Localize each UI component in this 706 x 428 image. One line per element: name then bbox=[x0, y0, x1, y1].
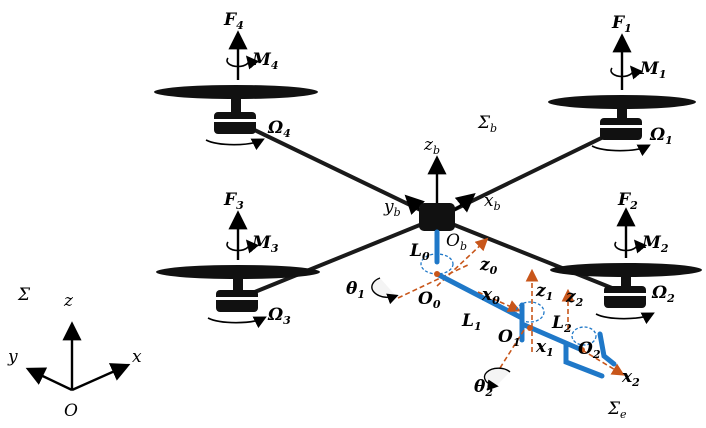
label-z0: z0 bbox=[479, 255, 498, 277]
label-F3: F3 bbox=[223, 190, 244, 212]
label-x1: x1 bbox=[535, 337, 554, 359]
label-O1: O1 bbox=[498, 327, 520, 349]
label-Sigma-e: Σe bbox=[607, 399, 627, 421]
label-x0: x0 bbox=[481, 285, 500, 307]
rotor-1 bbox=[548, 33, 696, 157]
label-Om3: Ω3 bbox=[267, 305, 291, 327]
rotor-4 bbox=[154, 30, 318, 151]
central-body bbox=[419, 203, 455, 231]
label-z1: z1 bbox=[535, 281, 553, 303]
rotor-2 bbox=[550, 207, 702, 325]
label-x-b: xb bbox=[484, 191, 501, 213]
labels: F4 M4 Ω4 F1 M1 Ω1 F3 M3 Ω3 F2 M2 Ω2 Σb z… bbox=[7, 10, 675, 421]
body-frame bbox=[404, 155, 476, 231]
label-Om2: Ω2 bbox=[651, 283, 675, 305]
label-x: x bbox=[132, 347, 142, 367]
label-Sigma: Σ bbox=[17, 285, 31, 305]
label-z: z bbox=[63, 291, 74, 311]
label-x2: x2 bbox=[621, 367, 640, 389]
label-L0: L0 bbox=[409, 241, 430, 263]
joint-rotation-arrows bbox=[371, 277, 511, 391]
label-z2: z2 bbox=[565, 287, 584, 309]
label-M4: M4 bbox=[251, 50, 278, 72]
label-theta2: θ2 bbox=[474, 377, 493, 399]
label-M1: M1 bbox=[639, 59, 666, 81]
label-M2: M2 bbox=[641, 233, 669, 255]
rotor-3 bbox=[156, 210, 320, 329]
world-frame bbox=[25, 321, 131, 392]
label-Om4: Ω4 bbox=[267, 118, 291, 140]
label-L2: L2 bbox=[551, 313, 572, 335]
label-L1: L1 bbox=[461, 311, 482, 333]
label-O2: O2 bbox=[578, 339, 601, 361]
label-Om1: Ω1 bbox=[649, 125, 673, 147]
label-z-b: zb bbox=[423, 135, 440, 157]
label-y-b: yb bbox=[383, 197, 401, 219]
label-Sigma-b: Σb bbox=[477, 113, 497, 135]
label-F1: F1 bbox=[611, 13, 632, 35]
label-y: y bbox=[7, 347, 18, 367]
manipulator-arm bbox=[397, 229, 625, 379]
label-theta1: θ1 bbox=[346, 279, 365, 301]
label-F4: F4 bbox=[223, 10, 244, 32]
label-O-b: Ob bbox=[446, 231, 467, 253]
label-F2: F2 bbox=[617, 190, 638, 212]
label-O: O bbox=[64, 401, 78, 421]
label-M3: M3 bbox=[251, 233, 279, 255]
label-O0: O0 bbox=[418, 289, 441, 311]
